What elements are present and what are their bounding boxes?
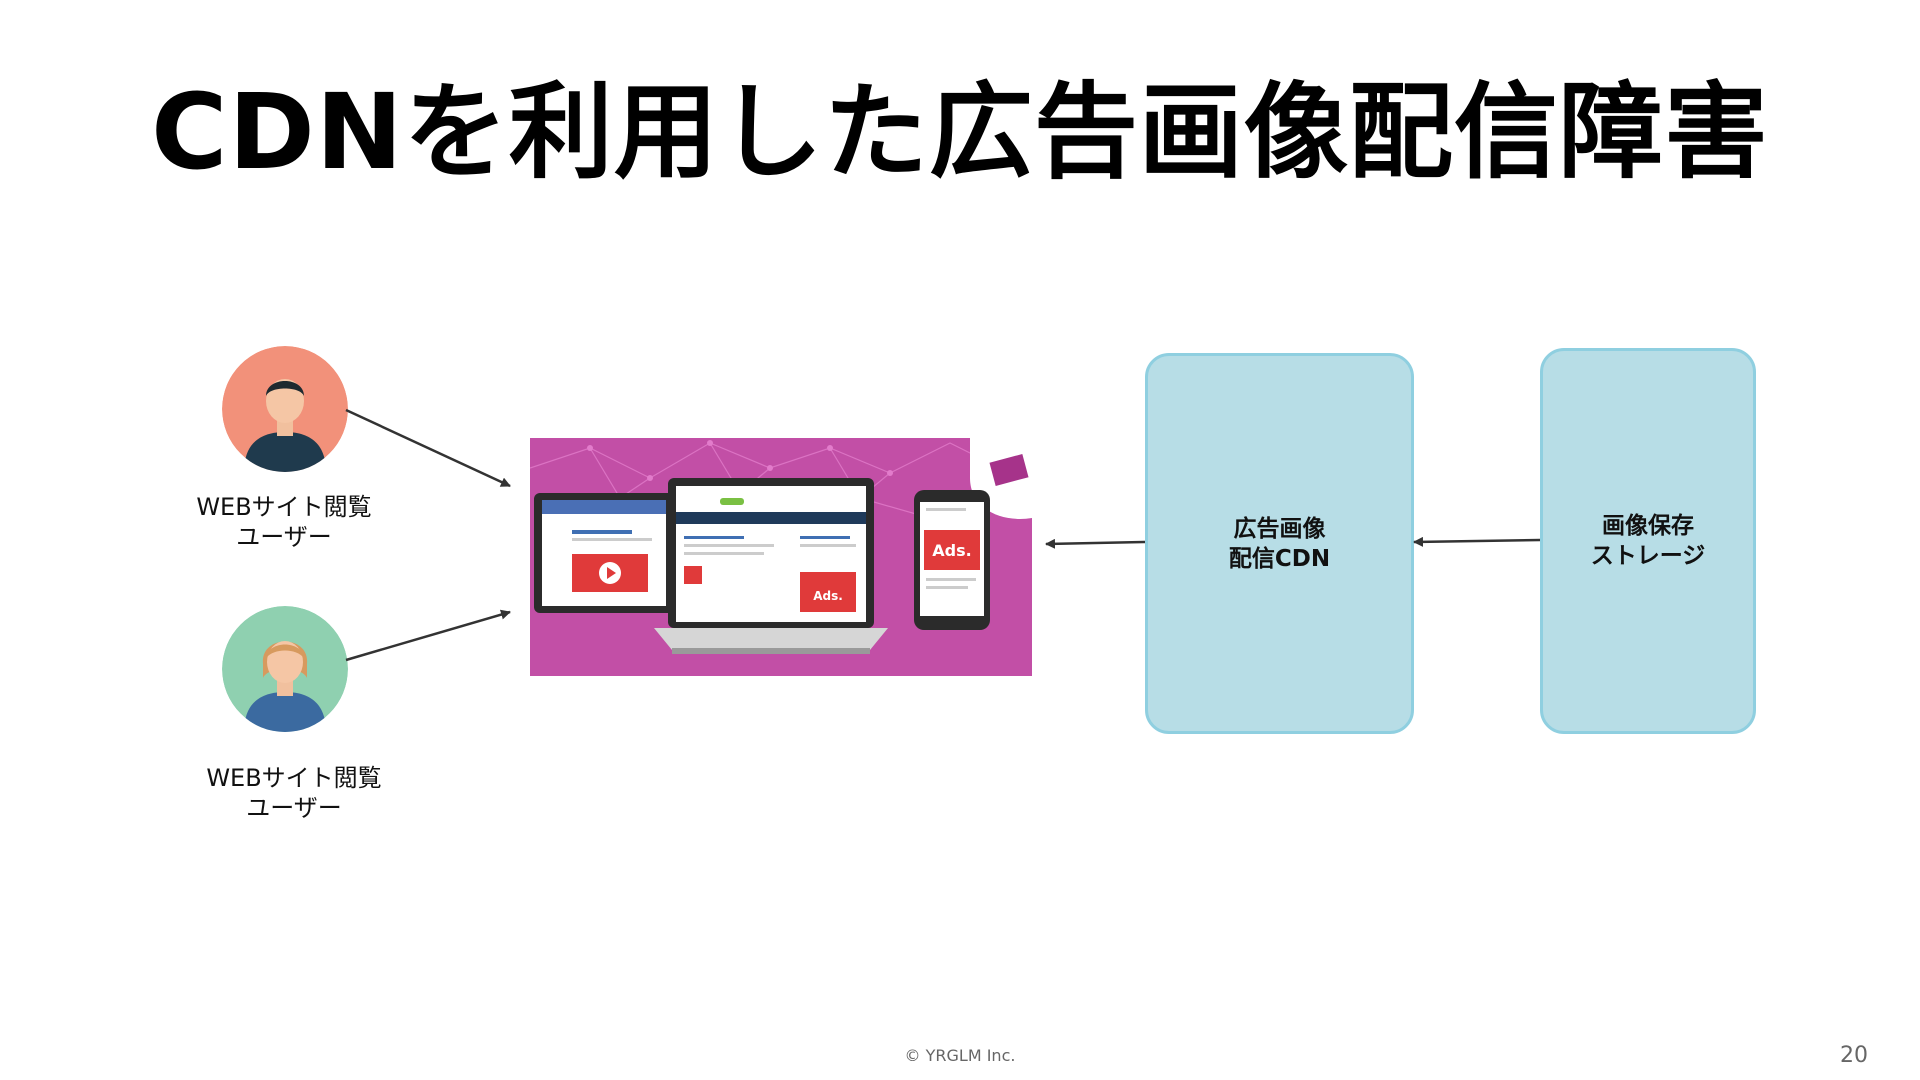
arrow-storage-to-cdn bbox=[1413, 536, 1541, 547]
storage-box-line1: 画像保存 bbox=[1601, 513, 1694, 539]
ad-image-cdn-box: 広告画像 配信CDN bbox=[1145, 353, 1414, 734]
cdn-box-line1: 広告画像 bbox=[1233, 515, 1326, 542]
page-number: 20 bbox=[1840, 1043, 1868, 1068]
image-storage-box: 画像保存 ストレージ bbox=[1540, 348, 1756, 734]
arrow-cdn-to-device bbox=[1045, 538, 1146, 549]
user-label-2-line1: WEBサイト閲覧 bbox=[206, 764, 382, 792]
cdn-box-line2: 配信CDN bbox=[1228, 545, 1331, 572]
copyright-footer: © YRGLM Inc. bbox=[904, 1046, 1016, 1065]
male-user-avatar-icon bbox=[222, 346, 348, 472]
user-label-2-line2: ユーザー bbox=[246, 794, 342, 822]
female-user-avatar-icon bbox=[222, 606, 348, 732]
laptop-ads-label: Ads. bbox=[813, 589, 843, 603]
slide-title: CDNを利用した広告画像配信障害 bbox=[151, 71, 1769, 193]
user-label-1: WEBサイト閲覧 ユーザー bbox=[164, 492, 404, 552]
arrow-user2-to-device bbox=[345, 609, 511, 662]
user-label-1-line2: ユーザー bbox=[236, 523, 332, 551]
multi-device-ads-illustration: Ads. Ads. bbox=[530, 438, 1032, 676]
arrow-user1-to-device bbox=[345, 408, 511, 488]
storage-box-line2: ストレージ bbox=[1590, 543, 1706, 569]
phone-ads-label: Ads. bbox=[932, 541, 971, 560]
user-label-2: WEBサイト閲覧 ユーザー bbox=[174, 763, 414, 823]
user-label-1-line1: WEBサイト閲覧 bbox=[196, 493, 372, 521]
